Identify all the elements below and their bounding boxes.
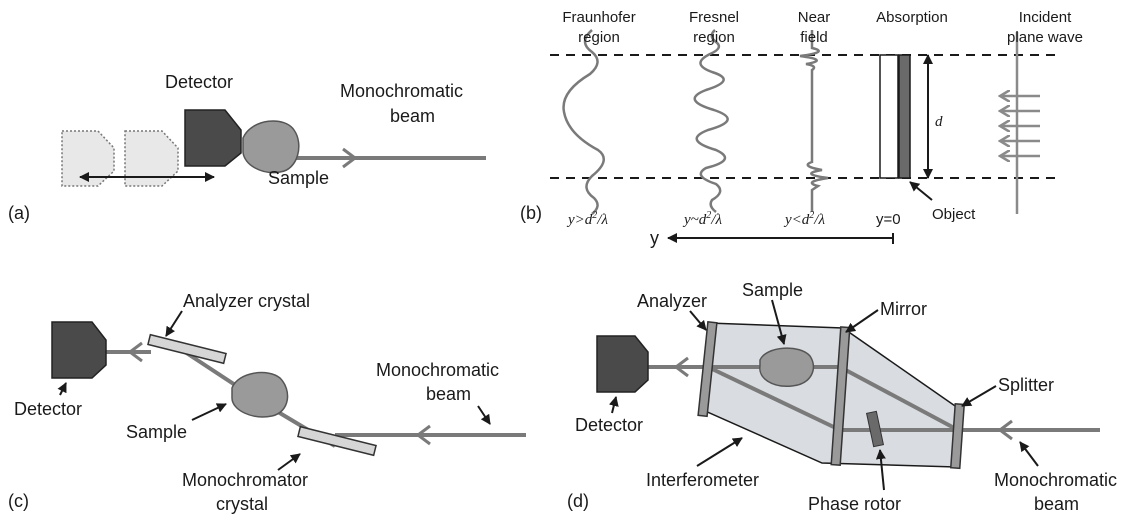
detector-pointer-c <box>57 382 67 396</box>
svg-text:y<d2/λ: y<d2/λ <box>783 210 825 228</box>
analyzer-crystal-label: Analyzer crystal <box>183 291 310 311</box>
mirror-label: Mirror <box>880 299 927 319</box>
panel-a-tag: (a) <box>8 203 30 223</box>
near-field-wave <box>799 30 829 212</box>
sample-shape-c <box>231 371 289 418</box>
detector-label-c: Detector <box>14 399 82 419</box>
sample-label: Sample <box>268 168 329 188</box>
sample-shape-d <box>759 347 815 387</box>
fresnel-label-1: Fresnel <box>689 9 739 26</box>
chevron-c-right <box>417 424 431 446</box>
phase-rotor-label: Phase rotor <box>808 494 901 514</box>
beam-label-d1: Monochromatic <box>994 470 1117 490</box>
panel-a: Detector Sample Monochromatic beam (a) <box>8 72 486 223</box>
mono-label-2: crystal <box>216 494 268 514</box>
splitter-pointer <box>961 385 997 407</box>
interferometer-pointer <box>696 437 743 467</box>
beam-diagonal-right <box>839 365 959 432</box>
beam-pointer-c <box>477 405 491 425</box>
phase-rotor-shape <box>865 410 885 448</box>
panel-d-tag: (d) <box>567 491 589 511</box>
detector-label-d: Detector <box>575 415 643 435</box>
sample-label-c: Sample <box>126 422 187 442</box>
beam-label-line2: beam <box>390 106 435 126</box>
absorption-profile <box>879 54 899 179</box>
incident-label-1: Incident <box>1019 9 1072 26</box>
sample-label-d: Sample <box>742 280 803 300</box>
sample-shape <box>242 120 300 174</box>
beam-label-line1: Monochromatic <box>340 81 463 101</box>
mirror-pointer <box>845 309 879 333</box>
object-slab <box>898 54 911 179</box>
near-label-1: Near <box>798 9 831 26</box>
beam-label-d2: beam <box>1034 494 1079 514</box>
svg-text:y~d2/λ: y~d2/λ <box>682 210 722 228</box>
interferometer-label: Interferometer <box>646 470 759 490</box>
beam-pointer-d <box>1019 441 1039 467</box>
analyzer-crystal <box>147 333 227 365</box>
fresnel-label-2: region <box>693 29 735 46</box>
condition-near: y<d2/λ <box>783 210 825 228</box>
chevron-d-left <box>675 356 689 378</box>
analyzer-plate <box>697 321 718 418</box>
condition-fresnel: y~d2/λ <box>682 210 722 228</box>
panel-b-tag: (b) <box>520 203 542 223</box>
mono-pointer <box>277 453 301 471</box>
phase-rotor-pointer <box>875 449 886 491</box>
incident-label-2: plane wave <box>1007 29 1083 46</box>
analyzer-pointer-d <box>689 310 707 331</box>
absorption-label: Absorption <box>876 9 948 26</box>
object-pointer-arrow <box>909 181 933 201</box>
condition-fraunhofer: y>d2/λ <box>566 210 608 228</box>
splitter-label: Splitter <box>998 375 1054 395</box>
panel-d: Analyzer Sample Mirror Splitter Detector… <box>567 280 1117 514</box>
detector-shape <box>184 109 242 167</box>
beam-label-c1: Monochromatic <box>376 360 499 380</box>
object-label: Object <box>932 206 976 223</box>
mono-label-1: Monochromator <box>182 470 308 490</box>
panel-c: Analyzer crystal Detector Sample Monochr… <box>8 291 526 514</box>
y-axis-label: y <box>650 228 659 248</box>
chevron-c-left <box>129 341 143 363</box>
y0-label: y=0 <box>876 211 901 228</box>
chevron-d-right <box>999 419 1013 441</box>
sample-pointer-d <box>771 299 787 345</box>
detector-shape-c <box>51 321 107 379</box>
fresnel-wave <box>693 29 729 213</box>
beam-diagonal-left <box>707 365 841 432</box>
svg-text:y>d2/λ: y>d2/λ <box>566 210 608 228</box>
interferometer-body <box>702 322 959 468</box>
incident-arrows <box>1000 96 1040 156</box>
beam-direction-chevron <box>342 147 356 169</box>
near-label-2: field <box>800 29 828 46</box>
detector-label: Detector <box>165 72 233 92</box>
analyzer-label-d: Analyzer <box>637 291 707 311</box>
fraunhofer-label-2: region <box>578 29 620 46</box>
analyzer-pointer <box>165 310 183 337</box>
beam-label-c2: beam <box>426 384 471 404</box>
fraunhofer-wave <box>562 29 605 215</box>
panel-c-tag: (c) <box>8 491 29 511</box>
sample-pointer-c <box>191 403 227 421</box>
d-label: d <box>935 114 943 130</box>
panel-b: Fraunhofer region Fresnel region Near fi… <box>520 9 1083 248</box>
monochromator-crystal <box>297 425 377 457</box>
splitter-plate <box>949 402 966 470</box>
fraunhofer-label-1: Fraunhofer <box>562 9 635 26</box>
detector-pointer-d <box>608 396 619 414</box>
detector-shape-d <box>596 335 649 393</box>
